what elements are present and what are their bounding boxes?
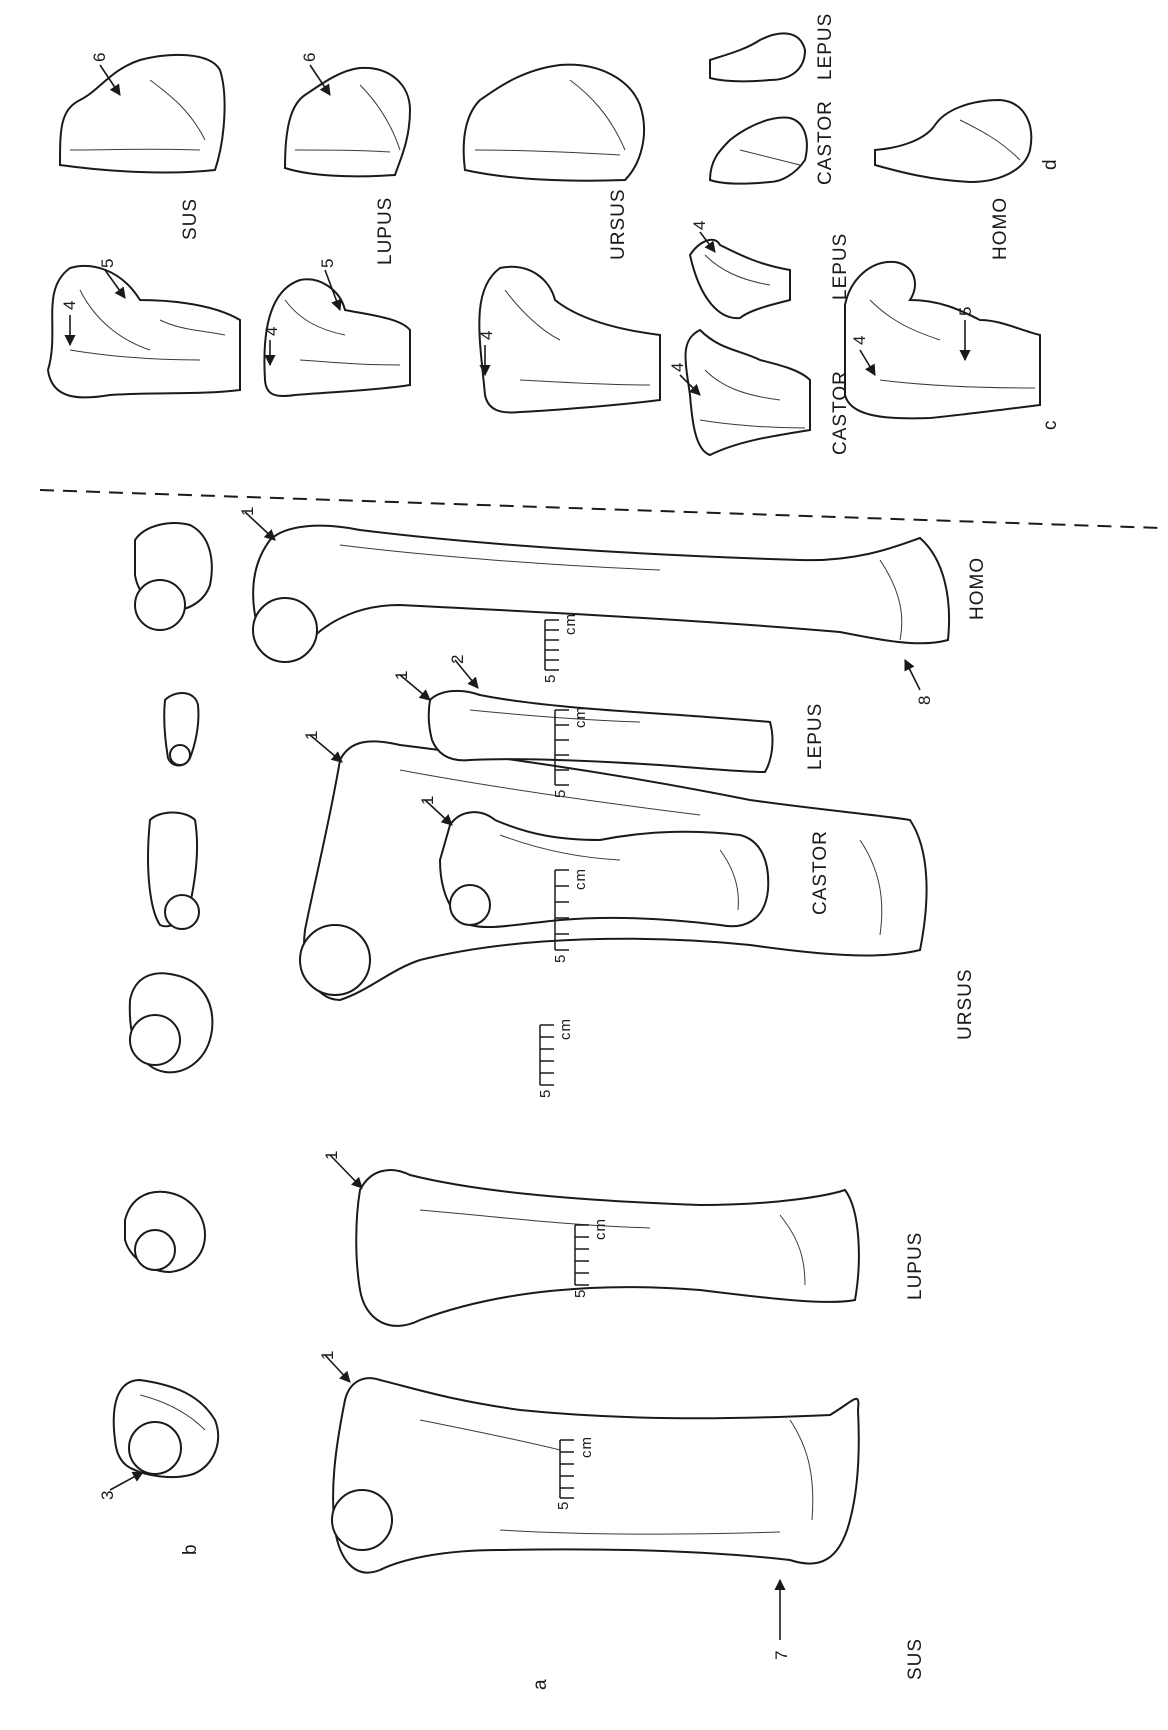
proximal-sus-c — [48, 266, 240, 398]
end-view-homo-b — [135, 523, 212, 630]
panel-letter-d: d — [1040, 158, 1062, 170]
marker-3: 3 — [98, 1490, 118, 1500]
panel-letter-b: b — [180, 1543, 202, 1555]
marker-1-lupus: 1 — [322, 1150, 342, 1160]
label-sus-a: SUS — [905, 1638, 927, 1680]
scale-value-lepus: 5 — [552, 789, 569, 798]
scale-value-ursus: 5 — [537, 1089, 554, 1098]
lateral-homo-d — [875, 100, 1031, 182]
marker-4-ursus: 4 — [477, 330, 497, 340]
marker-5-sus: 5 — [98, 258, 118, 268]
label-castor-c: CASTOR — [830, 370, 852, 455]
lateral-ursus-d — [464, 65, 644, 181]
arrow-2-lepus — [455, 660, 478, 688]
scale-unit-homo: cm — [562, 613, 579, 635]
marker-6-lupus: 6 — [300, 52, 320, 62]
lateral-lepus-d — [710, 33, 805, 81]
marker-4-sus: 4 — [60, 300, 80, 310]
proximal-castor-c — [686, 330, 810, 455]
scale-unit-ursus: cm — [557, 1018, 574, 1040]
end-view-castor-b — [148, 813, 199, 930]
scale-value-sus: 5 — [555, 1501, 572, 1510]
scale-bar-ursus — [540, 1025, 554, 1085]
arrow-1-homo — [245, 512, 275, 540]
femur-homo-a — [253, 526, 949, 662]
scale-bar-homo — [545, 620, 559, 670]
arrow-3 — [110, 1472, 143, 1490]
panel-letter-c: c — [1040, 420, 1062, 431]
marker-5-homo: 5 — [956, 306, 976, 316]
scale-unit-sus: cm — [578, 1436, 595, 1458]
label-lupus-a: LUPUS — [905, 1232, 927, 1300]
marker-6-sus: 6 — [90, 52, 110, 62]
label-castor-d: CASTOR — [815, 100, 837, 185]
femur-lepus-a — [429, 691, 773, 772]
end-view-ursus-b — [130, 973, 213, 1072]
marker-8: 8 — [915, 695, 935, 705]
end-view-lepus-b — [164, 693, 198, 765]
femur-lupus-a — [356, 1170, 859, 1326]
end-view-sus-b — [114, 1380, 218, 1477]
marker-4-lupus: 4 — [262, 326, 282, 336]
label-castor-a: CASTOR — [810, 830, 832, 915]
lateral-sus-d — [60, 55, 225, 173]
panel-letter-a: a — [530, 1678, 552, 1690]
lateral-lupus-d — [285, 68, 410, 176]
marker-5-lupus: 5 — [318, 258, 338, 268]
label-homo-c: HOMO — [990, 197, 1012, 260]
label-lepus-d: LEPUS — [815, 13, 837, 80]
proximal-ursus-c — [479, 267, 660, 413]
label-sus-c: SUS — [180, 198, 202, 240]
scale-unit-castor: cm — [572, 868, 589, 890]
scale-unit-lupus: cm — [592, 1218, 609, 1240]
scale-unit-lepus: cm — [572, 706, 589, 728]
scale-value-homo: 5 — [542, 674, 559, 683]
arrow-8 — [905, 660, 920, 690]
scale-value-lupus: 5 — [572, 1289, 589, 1298]
label-ursus-c: URSUS — [608, 188, 630, 260]
lateral-castor-d — [710, 118, 807, 184]
marker-2: 2 — [448, 654, 468, 664]
marker-1-ursus: 1 — [302, 730, 322, 740]
proximal-lupus-c — [264, 279, 410, 396]
proximal-lepus-c — [690, 240, 790, 318]
end-view-lupus-b — [125, 1192, 205, 1272]
proximal-homo-c — [845, 262, 1040, 419]
femur-sus-a — [332, 1378, 859, 1572]
label-homo-a: HOMO — [967, 557, 989, 620]
label-lepus-a: LEPUS — [805, 703, 827, 770]
label-ursus-a: URSUS — [955, 968, 977, 1040]
label-lupus-c: LUPUS — [375, 197, 397, 265]
label-lepus-c: LEPUS — [830, 233, 852, 300]
dashed-divider — [40, 490, 1160, 528]
marker-7: 7 — [772, 1650, 792, 1660]
marker-4-homo: 4 — [850, 335, 870, 345]
marker-4-castor: 4 — [668, 362, 688, 372]
marker-1-homo: 1 — [238, 506, 258, 516]
marker-1-castor: 1 — [418, 795, 438, 805]
scale-value-castor: 5 — [552, 954, 569, 963]
marker-1-lepus: 1 — [392, 670, 412, 680]
marker-4-lepus: 4 — [690, 220, 710, 230]
marker-1-sus: 1 — [318, 1350, 338, 1360]
